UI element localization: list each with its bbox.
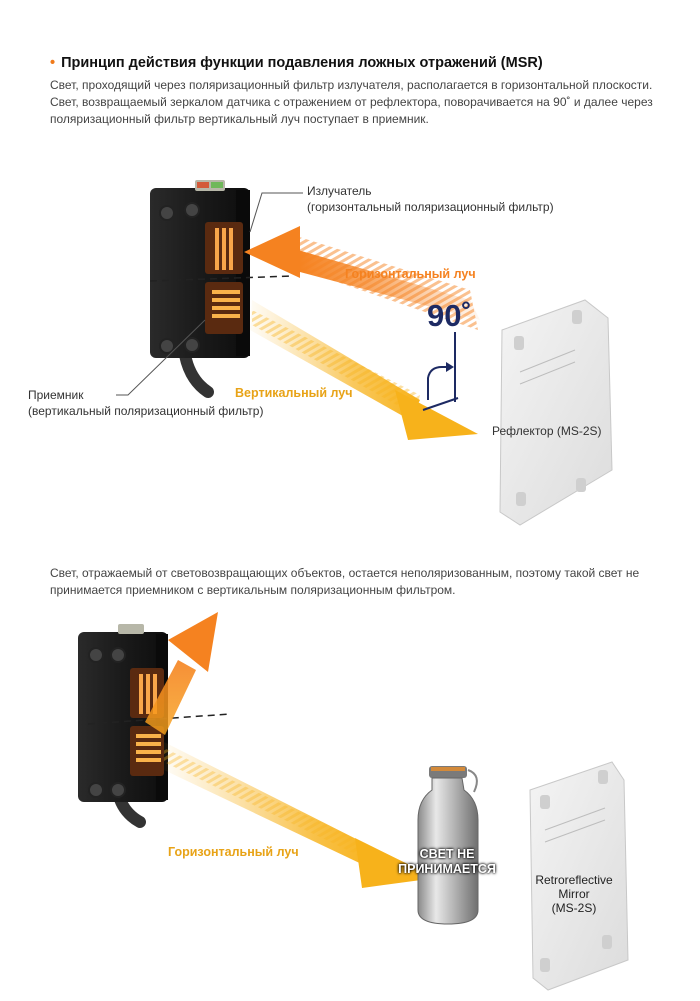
intro-line: поляризационный фильтр вертикальный луч … <box>50 112 429 126</box>
horizontal-beam-arrow <box>244 226 480 330</box>
sensor-emitter-receiver <box>150 180 250 358</box>
second-paragraph: Свет, отражаемый от световозвращающих об… <box>50 565 690 599</box>
intro-line: Свет, возвращаемый зеркалом датчика с от… <box>50 95 653 109</box>
receiver-title: Приемник <box>28 388 84 402</box>
horizontal-beam-label: Горизонтальный луч <box>345 267 476 281</box>
second-line: принимается приемником с вертикальным по… <box>50 583 456 597</box>
horizontal-beam-label-2: Горизонтальный луч <box>168 845 299 859</box>
horizontal-beam-arrow <box>164 742 436 888</box>
intro-line: Свет, проходящий через поляризационный ф… <box>50 78 653 92</box>
mirror-line: (MS-2S) <box>551 901 597 915</box>
deflected-beam-arrow <box>145 612 218 735</box>
retroreflective-mirror <box>529 761 629 991</box>
emitter-label: Излучатель (горизонтальный поляризационн… <box>307 183 554 215</box>
not-accepted-line: СВЕТ НЕ <box>419 847 475 861</box>
receiver-label: Приемник (вертикальный поляризационный ф… <box>28 387 263 419</box>
second-line: Свет, отражаемый от световозвращающих об… <box>50 566 640 580</box>
reflector-label: Рефлектор (MS-2S) <box>492 424 602 438</box>
sensor-cable <box>179 349 214 398</box>
mirror-label: Retroreflective Mirror (MS-2S) <box>530 873 618 915</box>
emitter-title: Излучатель <box>307 184 372 198</box>
reflector-ms2s <box>499 299 613 526</box>
not-accepted-label: СВЕТ НЕ ПРИНИМАЕТСЯ <box>384 847 510 877</box>
diagram-2 <box>78 612 629 991</box>
steel-bottle <box>417 766 479 925</box>
not-accepted-line: ПРИНИМАЕТСЯ <box>398 862 496 876</box>
receiver-leader-line <box>116 319 206 396</box>
vertical-beam-label: Вертикальный луч <box>235 386 353 400</box>
section-heading: • Принцип действия функции подавления лож… <box>50 55 543 71</box>
mirror-line: Mirror <box>558 887 590 901</box>
mirror-line: Retroreflective <box>535 873 613 887</box>
emitter-leader-line <box>249 192 303 233</box>
bullet: • <box>50 55 56 71</box>
rotation-marker <box>422 332 459 411</box>
heading-text: Принцип действия функции подавления ложн… <box>61 55 543 71</box>
vertical-beam-arrow <box>250 300 478 440</box>
diagram-1 <box>116 180 613 526</box>
receiver-subtitle: (вертикальный поляризационный фильтр) <box>28 404 264 418</box>
emitter-subtitle: (горизонтальный поляризационный фильтр) <box>307 200 554 214</box>
intro-paragraph: Свет, проходящий через поляризационный ф… <box>50 77 690 128</box>
angle-label: 90˚ <box>427 298 472 333</box>
